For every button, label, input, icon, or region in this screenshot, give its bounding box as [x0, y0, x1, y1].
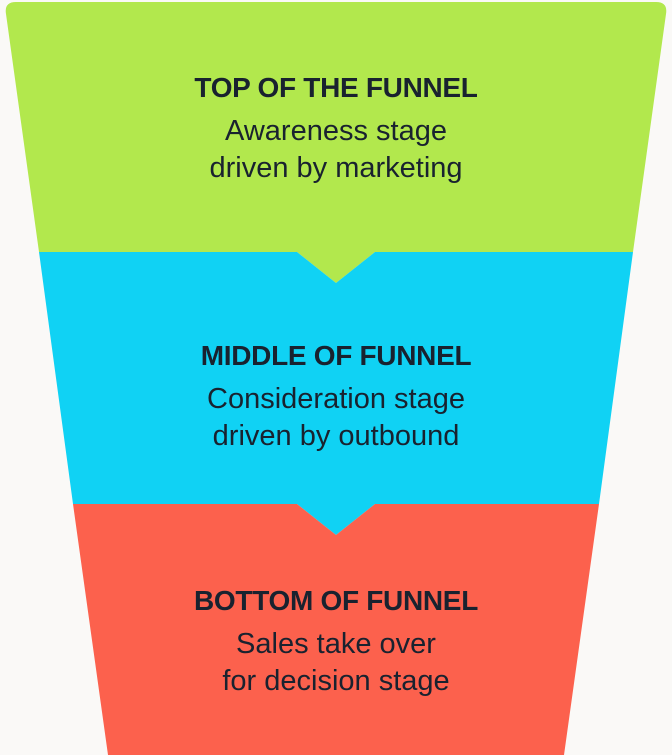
section-subtitle-bottom-line2: for decision stage — [222, 665, 450, 697]
section-subtitle-middle-line1: Consideration stage — [207, 383, 465, 415]
funnel-section-top-shape — [5, 2, 667, 283]
section-title-bottom: BOTTOM OF FUNNEL — [194, 585, 478, 616]
section-subtitle-middle-line2: driven by outbound — [212, 420, 460, 452]
section-title-top: TOP OF THE FUNNEL — [194, 72, 478, 103]
funnel-section-bottom-shape — [73, 504, 599, 755]
funnel-label-bottom: BOTTOM OF FUNNEL Sales take over for dec… — [0, 584, 672, 700]
section-subtitle-bottom-line1: Sales take over — [236, 628, 436, 660]
funnel-label-middle: MIDDLE OF FUNNEL Consideration stage dri… — [0, 339, 672, 455]
section-subtitle-top-line2: driven by marketing — [209, 152, 463, 184]
section-subtitle-top-line1: Awareness stage — [225, 115, 447, 147]
funnel-label-top: TOP OF THE FUNNEL Awareness stage driven… — [0, 71, 672, 187]
section-title-middle: MIDDLE OF FUNNEL — [200, 340, 472, 371]
funnel-section-middle-shape — [39, 252, 633, 535]
